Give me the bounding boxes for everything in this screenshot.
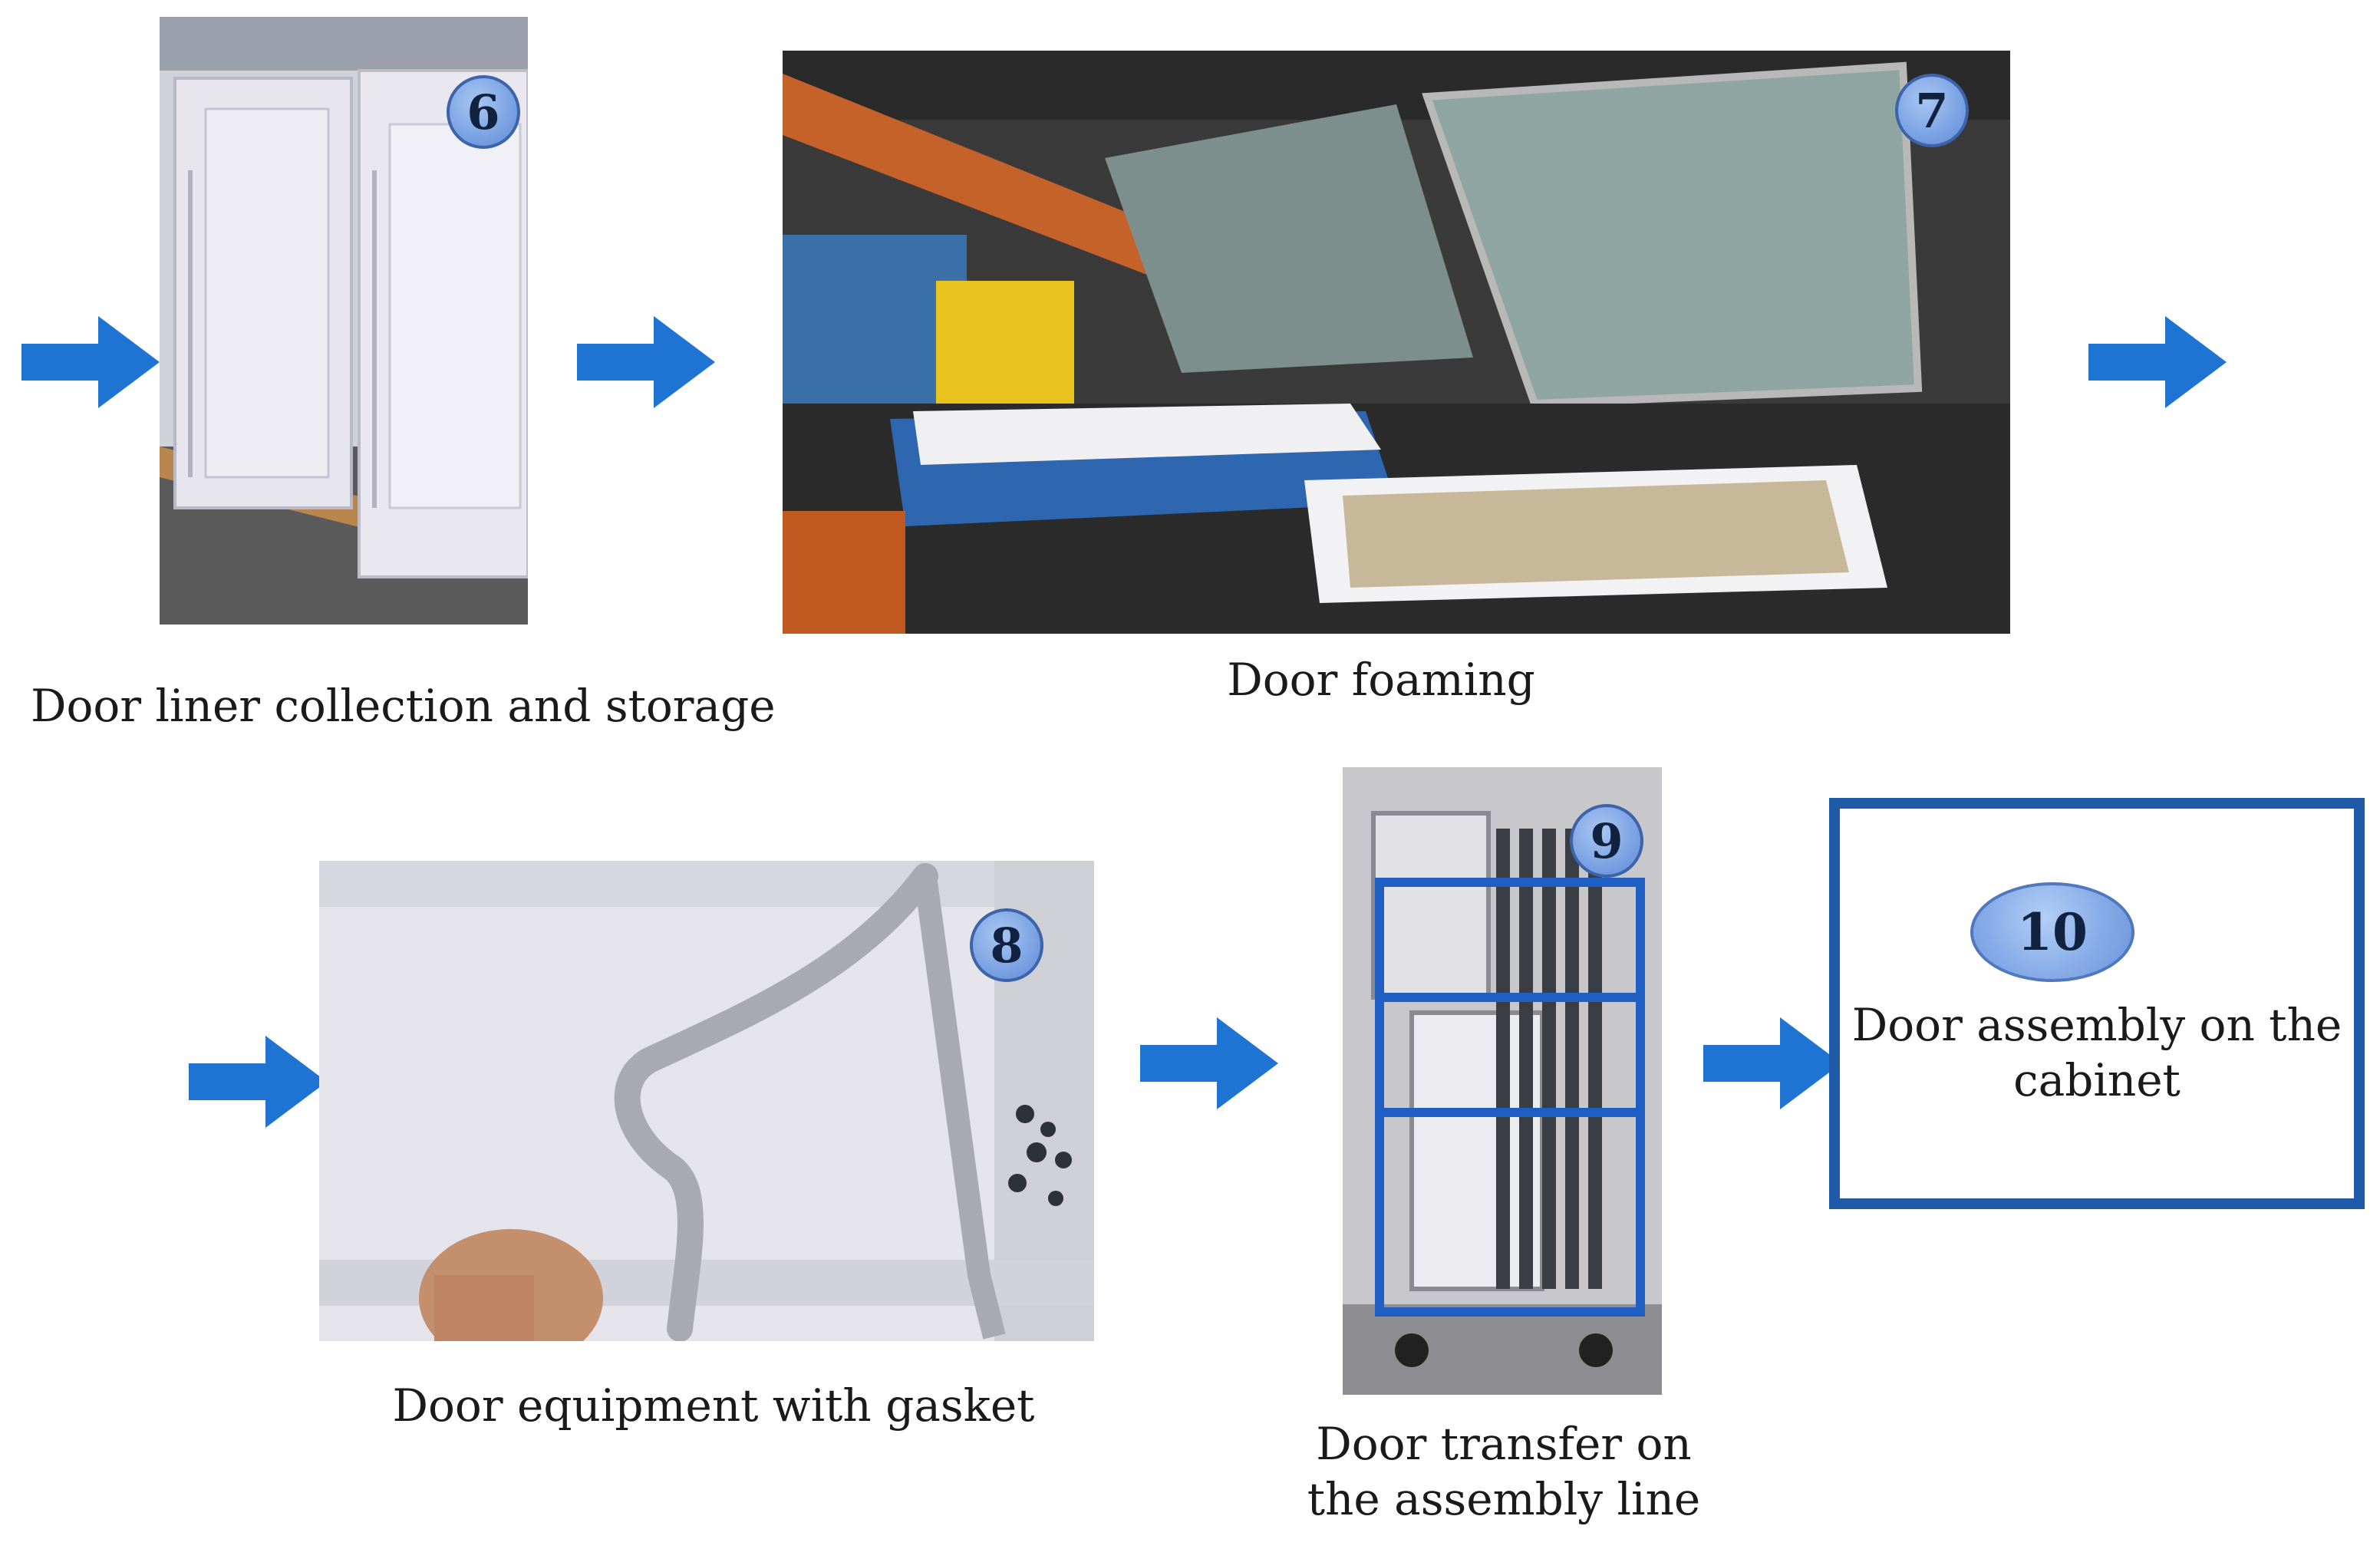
flow-arrow-out-7: [2088, 316, 2227, 408]
flow-arrow-in-8: [189, 1036, 327, 1128]
caption-step-8: Door equipment with gasket: [392, 1379, 1035, 1432]
right-arrow-icon: [1140, 1017, 1278, 1109]
flow-arrow-8-9: [1140, 1017, 1278, 1109]
flow-arrow-in-6: [21, 316, 160, 408]
caption-step-7: Door foaming: [1227, 654, 1535, 706]
caption-step-9: Door transfer on the assembly line: [1307, 1418, 1701, 1525]
flow-arrow-6-7: [577, 316, 715, 408]
photo-door-rack: [1343, 767, 1662, 1395]
right-arrow-icon: [577, 316, 715, 408]
caption-step-6: Door liner collection and storage: [31, 680, 776, 732]
right-arrow-icon: [2088, 316, 2227, 408]
photo-door-foaming: [783, 51, 2010, 634]
step-badge-10: 10: [1970, 882, 2134, 982]
photo-door-gasket: [319, 861, 1094, 1341]
right-arrow-icon: [189, 1036, 327, 1128]
flow-arrow-9-10: [1703, 1017, 1841, 1109]
step-badge-6: 6: [447, 75, 520, 149]
step-10-box: [1829, 798, 2365, 1209]
step-badge-9: 9: [1570, 804, 1643, 878]
step-badge-8: 8: [970, 908, 1043, 982]
right-arrow-icon: [1703, 1017, 1841, 1109]
caption-step-10: Door assembly on the cabinet: [1851, 999, 2342, 1106]
step-badge-7: 7: [1895, 74, 1969, 147]
right-arrow-icon: [21, 316, 160, 408]
